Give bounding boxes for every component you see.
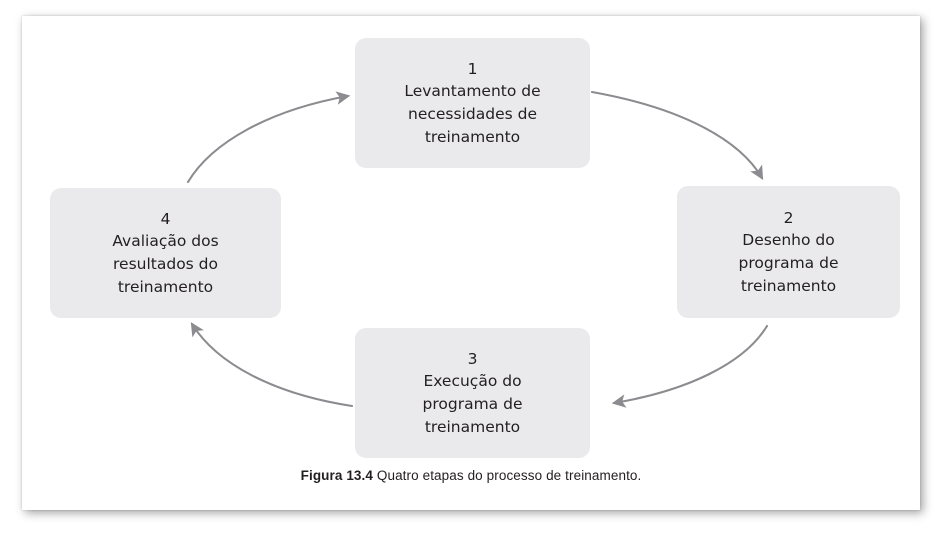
cycle-diagram: 1 Levantamento de necessidades de treina…	[22, 16, 920, 510]
step-label-3-line-3: treinamento	[424, 417, 521, 436]
step-number-1: 1	[467, 59, 478, 78]
step-number-3: 3	[467, 349, 478, 368]
step-label-4-line-1: Avaliação dos	[112, 232, 219, 251]
connector-1-to-2	[590, 90, 764, 180]
connector-4-to-1	[186, 91, 351, 184]
step-box-4[interactable]: 4 Avaliação dos resultados do treinament…	[50, 188, 281, 318]
step-box-2[interactable]: 2 Desenho do programa de treinamento	[677, 186, 900, 318]
figure-caption-label: Figura 13.4	[300, 468, 374, 483]
connector-3-to-4	[190, 322, 354, 408]
connector-2-to-3	[611, 324, 769, 408]
step-box-3[interactable]: 3 Execução do programa de treinamento	[355, 328, 590, 458]
step-box-1[interactable]: 1 Levantamento de necessidades de treina…	[355, 38, 590, 168]
step-label-2-line-3: treinamento	[740, 276, 837, 295]
step-number-4: 4	[160, 209, 171, 228]
figure-caption-text: Quatro etapas do processo de treinamento…	[373, 468, 642, 483]
step-number-2: 2	[783, 208, 794, 227]
step-label-2-line-1: Desenho do	[742, 231, 835, 250]
figure-caption: Figura 13.4 Quatro etapas do processo de…	[22, 468, 920, 483]
step-label-3-line-1: Execução do	[423, 372, 522, 391]
step-label-1-line-3: treinamento	[424, 127, 521, 146]
figure-card: 1 Levantamento de necessidades de treina…	[22, 16, 920, 510]
step-label-4-line-3: treinamento	[117, 277, 214, 296]
step-label-4-line-2: resultados do	[113, 255, 218, 273]
step-label-1-line-2: necessidades de	[408, 105, 537, 123]
step-label-1-line-1: Levantamento de	[404, 82, 541, 101]
step-label-2-line-2: programa de	[738, 254, 839, 272]
step-label-3-line-2: programa de	[422, 395, 523, 413]
